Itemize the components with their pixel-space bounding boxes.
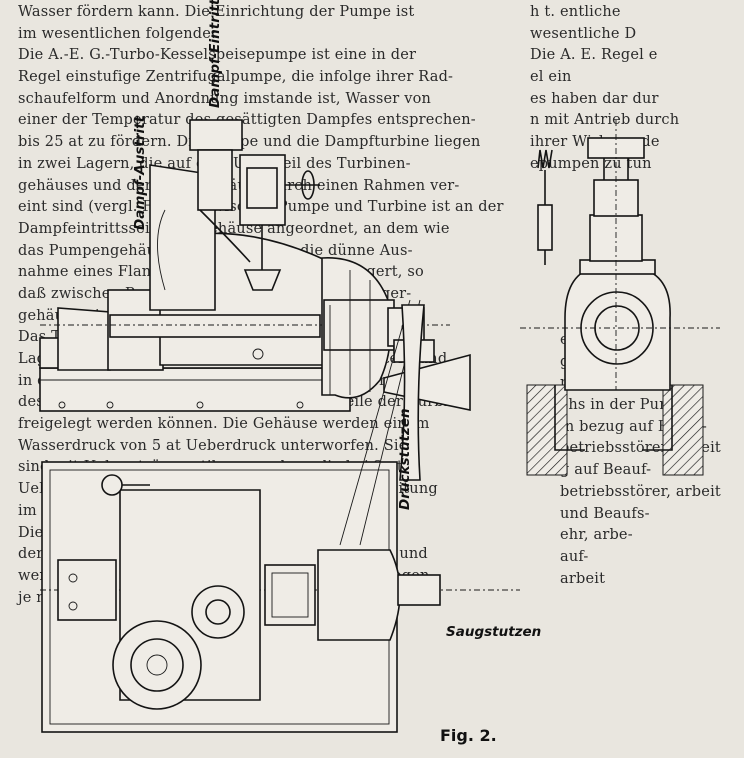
right-text-line: es haben dar dur bbox=[530, 90, 659, 107]
body-text-line: Wasserdruck von 5 at Ueberdruck unterwor… bbox=[18, 437, 408, 454]
end-view bbox=[520, 120, 720, 476]
right-lower-text-line: und Beaufs- bbox=[560, 505, 650, 522]
foundation-left bbox=[526, 384, 568, 476]
body-text-line: schaufelform und Anordnung imstande ist,… bbox=[18, 90, 432, 107]
plan-view bbox=[40, 299, 520, 733]
foundation-right bbox=[662, 384, 704, 476]
body-text-line: Dampfeintrittsseite ein Gehäuse angeordn… bbox=[18, 220, 450, 237]
discharge-pipe-vertical bbox=[399, 304, 425, 481]
handwheel bbox=[301, 170, 315, 200]
body-text-line: im wesentlichen folgende: bbox=[18, 25, 217, 42]
body-text-line: einer der Temperatur des gesättigten Dam… bbox=[18, 112, 476, 129]
body-text-line: freigelegt werden können. Die Gehäuse we… bbox=[18, 416, 430, 433]
suction-horn bbox=[383, 353, 471, 411]
side-view bbox=[39, 119, 471, 412]
right-text-line: el ein bbox=[530, 69, 572, 86]
right-lower-text-line: betriebsstörer, arbeit bbox=[560, 483, 721, 500]
valve-handwheel bbox=[243, 269, 282, 291]
plan-volute-round bbox=[112, 620, 202, 710]
plan-pump bbox=[317, 549, 401, 641]
plan-suction-flange bbox=[397, 574, 441, 606]
right-lower-text-line: chs in der Pumpe bbox=[560, 397, 692, 414]
plan-governor bbox=[264, 564, 316, 626]
body-text-line: bis 25 at zu fördern. Die Pumpe und die … bbox=[18, 134, 481, 151]
body-text-line: Die A.-E. G.-Turbo-Kesselspeisepumpe ist… bbox=[18, 47, 417, 64]
plan-bearing-left bbox=[57, 559, 117, 621]
right-lower-text-line: auf- bbox=[560, 548, 589, 565]
steam-inlet-pipe bbox=[197, 149, 233, 211]
steam-inlet-flange bbox=[189, 119, 243, 151]
figure-caption: Fig. 2. bbox=[440, 726, 497, 745]
shaft-housing bbox=[109, 314, 321, 338]
right-text-line: epumpen zu tun bbox=[530, 155, 652, 172]
base-frame bbox=[39, 367, 351, 412]
dampf-eintritt-label: Dampf-Eintritt bbox=[207, 0, 223, 108]
right-text-line: wesentliche D bbox=[530, 25, 637, 42]
bearing-housing-left bbox=[57, 307, 111, 371]
druckstutzen-label: Druckstutzen bbox=[397, 408, 413, 510]
saugstutzen-label: Saugstutzen bbox=[446, 624, 542, 640]
plan-inlet-round bbox=[191, 585, 245, 639]
body-text-line: Regel einstufige Zentrifugalpumpe, die i… bbox=[18, 69, 454, 86]
right-lower-text-line: arbeit bbox=[560, 570, 606, 587]
right-text-line: n mit Antrieb durch bbox=[530, 112, 680, 129]
right-lower-text-line: g auf Beauf- bbox=[560, 462, 652, 479]
right-text-line: h t. entliche bbox=[530, 4, 621, 20]
dampf-austritt-label: Dampf-Austritt bbox=[132, 115, 148, 230]
right-lower-text-line: ehr, arbe- bbox=[560, 527, 633, 544]
right-text-line: Die A. E. Regel e bbox=[530, 47, 658, 64]
body-text-line: gehäuses und der Lagergehäuse durch eine… bbox=[18, 177, 460, 194]
body-text-line: Wasser fördern kann. Die Einrichtung der… bbox=[18, 4, 415, 20]
pressure-gauge bbox=[537, 204, 553, 251]
